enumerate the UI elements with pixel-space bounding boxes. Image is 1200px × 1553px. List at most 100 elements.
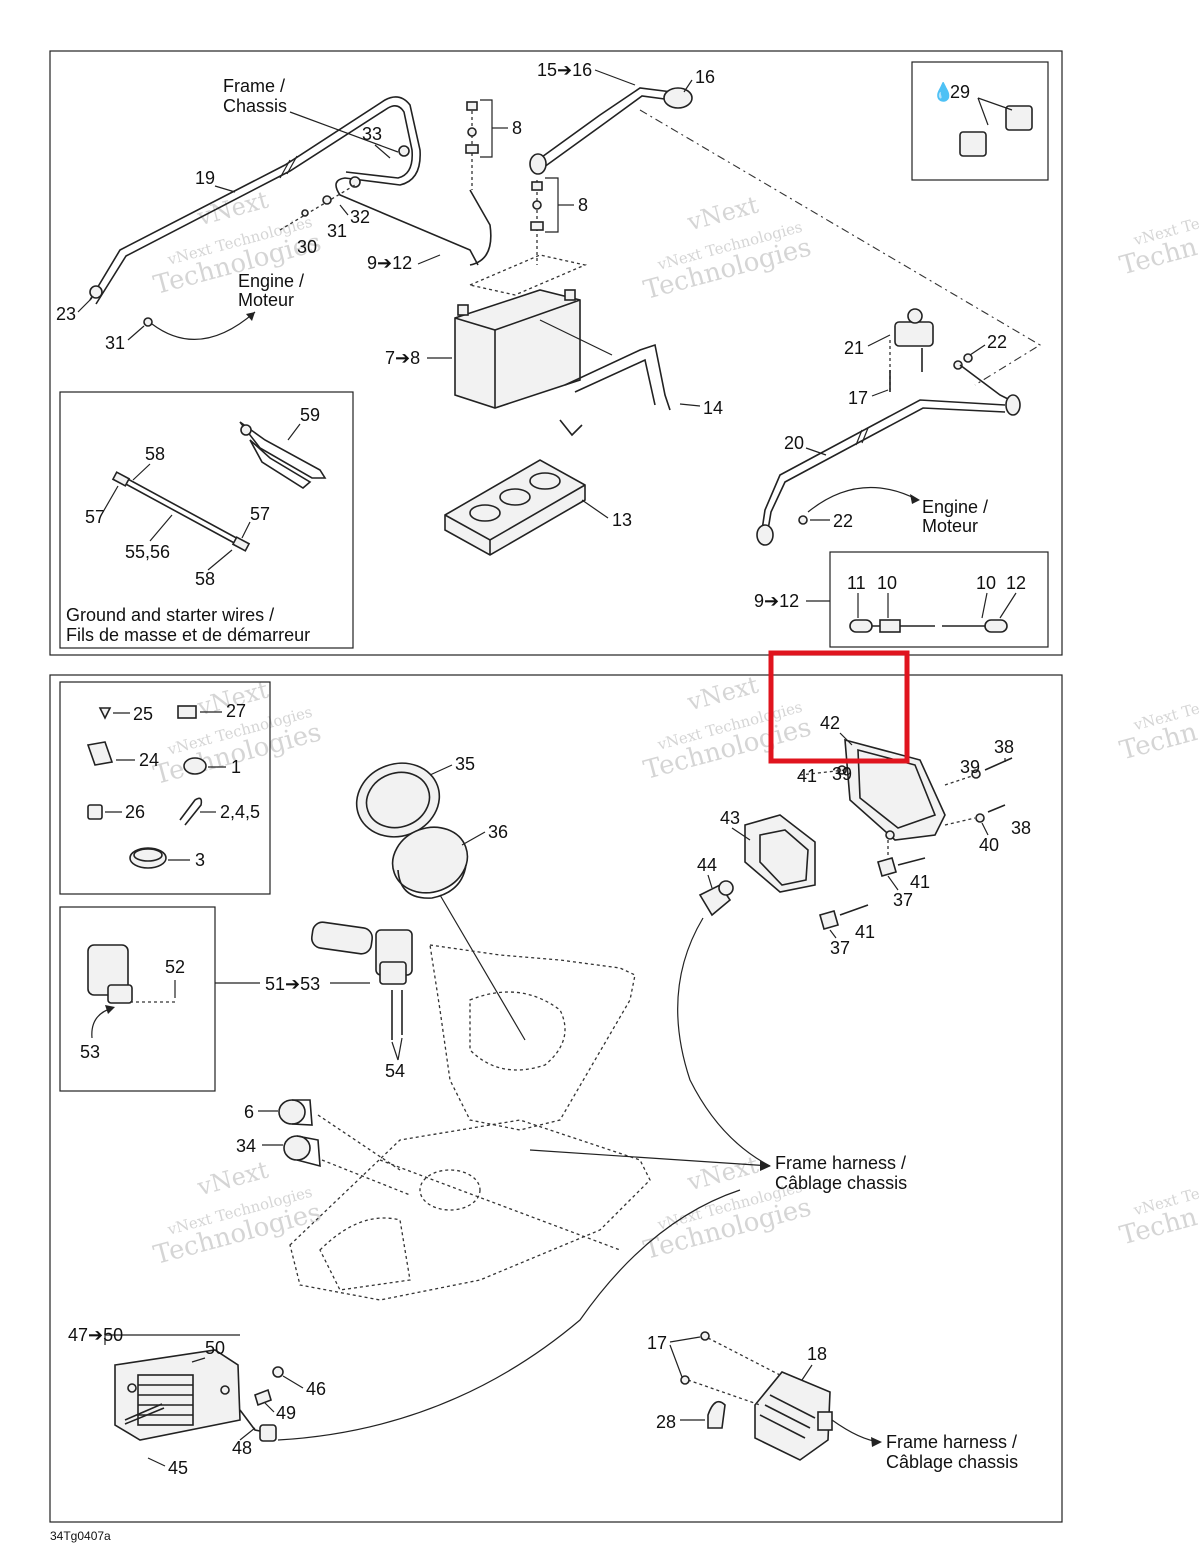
svg-text:vNext: vNext	[684, 671, 762, 717]
clamp-1	[183, 757, 207, 775]
callout-10b: 10	[976, 573, 996, 593]
upper-panel: Frame / Chassis 33 19 32 31 30 23 31 Eng…	[49, 50, 1063, 656]
bulb	[698, 880, 734, 917]
engine-moteur-right-2: Moteur	[922, 516, 978, 536]
lower-panel: 25 27 24 1 26 2,4,5 3 35 36	[49, 650, 1063, 1523]
oil-drop-icon: 💧	[932, 81, 954, 102]
ground-wires-caption-2: Fils de masse et de démarreur	[66, 625, 310, 645]
frame-chassis-label-1: Frame /	[223, 76, 285, 96]
callout-28: 28	[656, 1412, 676, 1432]
callout-50: 50	[205, 1338, 225, 1358]
svg-text:vNext: vNext	[684, 191, 762, 237]
frame-harness-1-line2: Câblage chassis	[775, 1173, 907, 1193]
hose-clamp-3	[129, 847, 167, 869]
callout-33: 33	[362, 124, 382, 144]
ground-wires-caption-1: Ground and starter wires /	[66, 605, 274, 625]
callout-19: 19	[195, 168, 215, 188]
callout-37a: 37	[893, 890, 913, 910]
highlight-box-42	[768, 650, 910, 764]
handlebar-switch	[310, 921, 413, 1040]
frame-harness-2-line2: Câblage chassis	[886, 1452, 1018, 1472]
frame-chassis-label-2: Chassis	[223, 96, 287, 116]
diagram-code: 34Tg0407a	[50, 1529, 111, 1543]
callout-7-8: 7➔8	[385, 348, 420, 368]
callout-38a: 38	[994, 737, 1014, 757]
callout-34: 34	[236, 1136, 256, 1156]
callout-38b: 38	[1011, 818, 1031, 838]
inset-29-box	[911, 61, 1049, 181]
callout-37b: 37	[830, 938, 850, 958]
inset-switch-box	[59, 906, 216, 1092]
switch-detail	[87, 944, 175, 1004]
battery-tray	[444, 459, 586, 556]
callout-16: 16	[695, 67, 715, 87]
callout-59: 59	[300, 405, 320, 425]
tie-2-4-5	[179, 797, 203, 826]
callout-51-53: 51➔53	[265, 974, 320, 994]
engine-moteur-left-2: Moteur	[238, 290, 294, 310]
callout-12: 12	[1006, 573, 1026, 593]
engine-moteur-right-1: Engine /	[922, 497, 988, 517]
callout-42: 42	[820, 713, 840, 733]
light-6	[278, 1099, 313, 1126]
adjuster-37b	[819, 910, 839, 930]
voltage-regulator	[754, 1371, 833, 1461]
callout-15-16: 15➔16	[537, 60, 592, 80]
callout-27: 27	[226, 701, 246, 721]
gauge-ring	[355, 762, 441, 838]
engine-moteur-left-1: Engine /	[238, 271, 304, 291]
callout-30: 30	[297, 237, 317, 257]
callout-14: 14	[703, 398, 723, 418]
callout-46: 46	[306, 1379, 326, 1399]
callout-1: 1	[231, 757, 241, 777]
inset-fasteners-box	[59, 681, 271, 895]
battery	[454, 254, 588, 409]
nut-26	[87, 804, 103, 820]
inset-cable-end-box	[829, 551, 1049, 648]
callout-44: 44	[697, 855, 717, 875]
callout-49: 49	[276, 1403, 296, 1423]
callout-24: 24	[139, 750, 159, 770]
callout-41b: 41	[910, 872, 930, 892]
solenoid	[889, 308, 973, 392]
clip-24	[86, 741, 114, 766]
callout-25: 25	[133, 704, 153, 724]
cable-end-detail	[849, 619, 1008, 633]
callout-52: 52	[165, 957, 185, 977]
callout-10a: 10	[877, 573, 897, 593]
callout-40: 40	[979, 835, 999, 855]
callout-43: 43	[720, 808, 740, 828]
callout-22a: 22	[987, 332, 1007, 352]
callout-41a: 41	[797, 766, 817, 786]
callout-20: 20	[784, 433, 804, 453]
callout-31b: 31	[105, 333, 125, 353]
callout-41c: 41	[855, 922, 875, 942]
callout-57b: 57	[250, 504, 270, 524]
frame-tube	[89, 96, 479, 305]
callout-48: 48	[232, 1438, 252, 1458]
callout-8a: 8	[512, 118, 522, 138]
bolt-stack-right	[530, 177, 574, 265]
battery-strap	[539, 319, 671, 437]
callout-32: 32	[350, 207, 370, 227]
callout-6: 6	[244, 1102, 254, 1122]
bolt-stack-left	[465, 99, 508, 190]
callout-9-12b: 9➔12	[754, 591, 799, 611]
callout-13: 13	[612, 510, 632, 530]
callout-45: 45	[168, 1458, 188, 1478]
callout-39a: 39	[960, 757, 980, 777]
light-34	[283, 1135, 321, 1168]
callout-55-56: 55,56	[125, 542, 170, 562]
callout-21: 21	[844, 338, 864, 358]
connector-29	[959, 97, 1033, 157]
callout-53: 53	[80, 1042, 100, 1062]
upper-panel-border	[49, 50, 1063, 656]
callout-57a: 57	[85, 507, 105, 527]
callout-22b: 22	[833, 511, 853, 531]
tail-light	[114, 1349, 277, 1442]
headlight	[744, 814, 816, 893]
callout-11: 11	[847, 573, 866, 593]
callout-29: 29	[950, 82, 970, 102]
svg-text:vNext: vNext	[684, 1151, 762, 1197]
